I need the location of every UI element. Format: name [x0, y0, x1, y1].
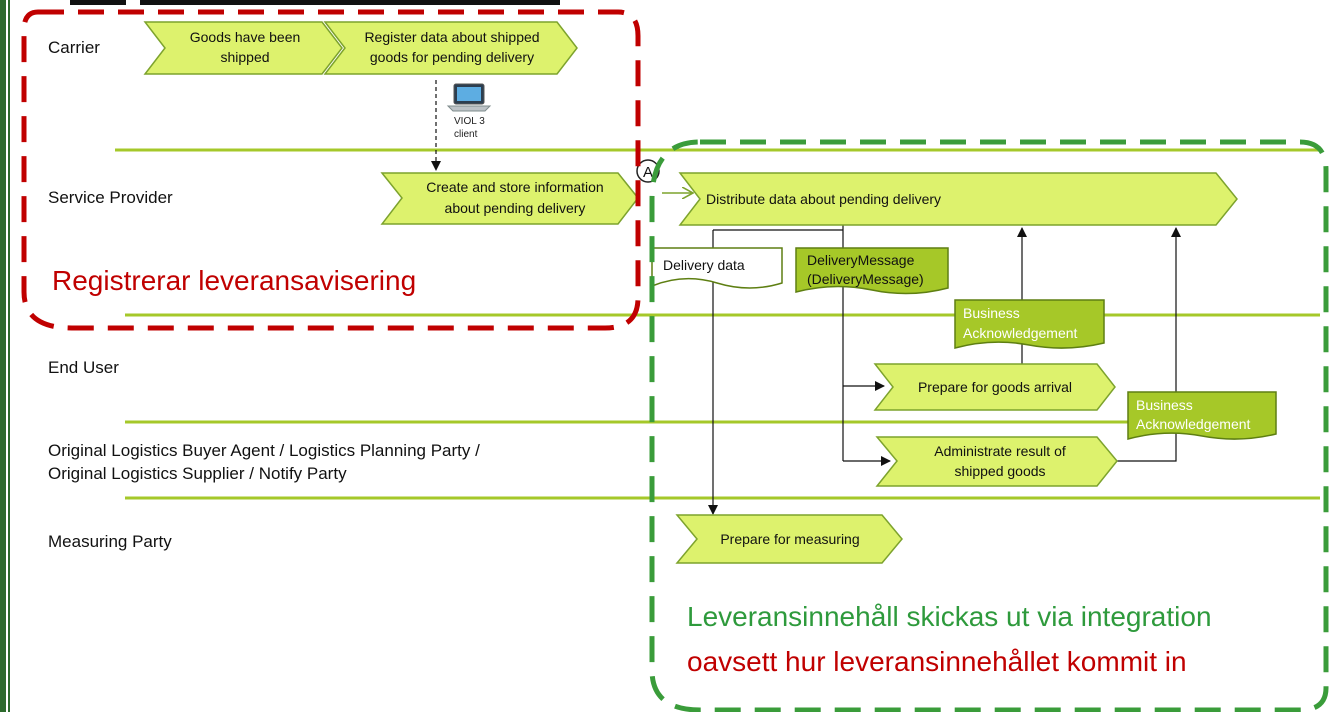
svg-text:Business: Business: [1136, 397, 1193, 413]
svg-text:Distribute data about pending: Distribute data about pending delivery: [706, 191, 941, 207]
svg-text:Acknowledgement: Acknowledgement: [963, 325, 1078, 341]
callout-leveransinnehall: Leveransinnehåll skickas ut via integrat…: [687, 601, 1212, 632]
svg-text:about pending delivery: about pending delivery: [445, 200, 586, 216]
lane-label-measuring-party: Measuring Party: [48, 532, 172, 551]
step-prepare-arrival: Prepare for goods arrival: [873, 363, 1116, 411]
svg-text:client: client: [454, 129, 478, 140]
svg-text:Register data about shipped: Register data about shipped: [364, 29, 539, 45]
svg-text:(DeliveryMessage): (DeliveryMessage): [807, 271, 924, 287]
steps: Goods have been shipped Register data ab…: [143, 21, 1238, 564]
callout-registrerar: Registrerar leveransavisering: [52, 265, 416, 296]
svg-text:goods for pending delivery: goods for pending delivery: [370, 49, 534, 65]
documents: Delivery data DeliveryMessage (DeliveryM…: [651, 247, 1277, 440]
red-dashed-region: [21, 9, 641, 331]
step-goods-shipped: Goods have been shipped: [143, 21, 343, 75]
svg-text:Delivery data: Delivery data: [663, 257, 745, 273]
lane-dividers: [115, 148, 1320, 500]
doc-business-ack-2: Business Acknowledgement: [1127, 391, 1277, 440]
green-dashed-region: [649, 139, 1329, 712]
step-create-store: Create and store information about pendi…: [380, 172, 639, 225]
laptop-icon: [446, 83, 492, 112]
svg-text:VIOL 3: VIOL 3: [454, 116, 485, 127]
callout-oavsett: oavsett hur leveransinnehållet kommit in: [687, 646, 1187, 677]
svg-text:shipped goods: shipped goods: [954, 463, 1045, 479]
viol3-client: VIOL 3 client: [446, 83, 492, 140]
svg-text:Goods have been: Goods have been: [190, 29, 301, 45]
svg-text:Create and store information: Create and store information: [426, 179, 603, 195]
lane-label-original-logistics-2: Original Logistics Supplier / Notify Par…: [48, 464, 347, 483]
clipped-title-fragment: [70, 0, 560, 5]
lane-label-service-provider: Service Provider: [48, 188, 173, 207]
svg-text:Administrate result of: Administrate result of: [934, 443, 1066, 459]
svg-text:Acknowledgement: Acknowledgement: [1136, 416, 1251, 432]
lane-labels: Carrier Service Provider End User Origin…: [48, 38, 480, 551]
left-edge-bar: [0, 0, 10, 712]
svg-text:Prepare for measuring: Prepare for measuring: [720, 531, 859, 547]
step-register-data: Register data about shipped goods for pe…: [323, 21, 578, 75]
svg-text:Prepare for goods arrival: Prepare for goods arrival: [918, 379, 1072, 395]
svg-text:A: A: [643, 164, 653, 181]
step-distribute: Distribute data about pending delivery: [678, 172, 1238, 226]
svg-text:shipped: shipped: [220, 49, 269, 65]
doc-delivery-message: DeliveryMessage (DeliveryMessage): [795, 247, 949, 295]
svg-text:Business: Business: [963, 305, 1020, 321]
step-administrate: Administrate result of shipped goods: [875, 436, 1118, 487]
lane-label-carrier: Carrier: [48, 38, 100, 57]
lane-label-end-user: End User: [48, 358, 119, 377]
svg-text:DeliveryMessage: DeliveryMessage: [807, 252, 915, 268]
lane-label-original-logistics: Original Logistics Buyer Agent / Logisti…: [48, 441, 480, 460]
doc-delivery-data: Delivery data: [651, 247, 783, 289]
step-prepare-measuring: Prepare for measuring: [675, 514, 903, 564]
doc-business-ack-1: Business Acknowledgement: [954, 299, 1105, 349]
